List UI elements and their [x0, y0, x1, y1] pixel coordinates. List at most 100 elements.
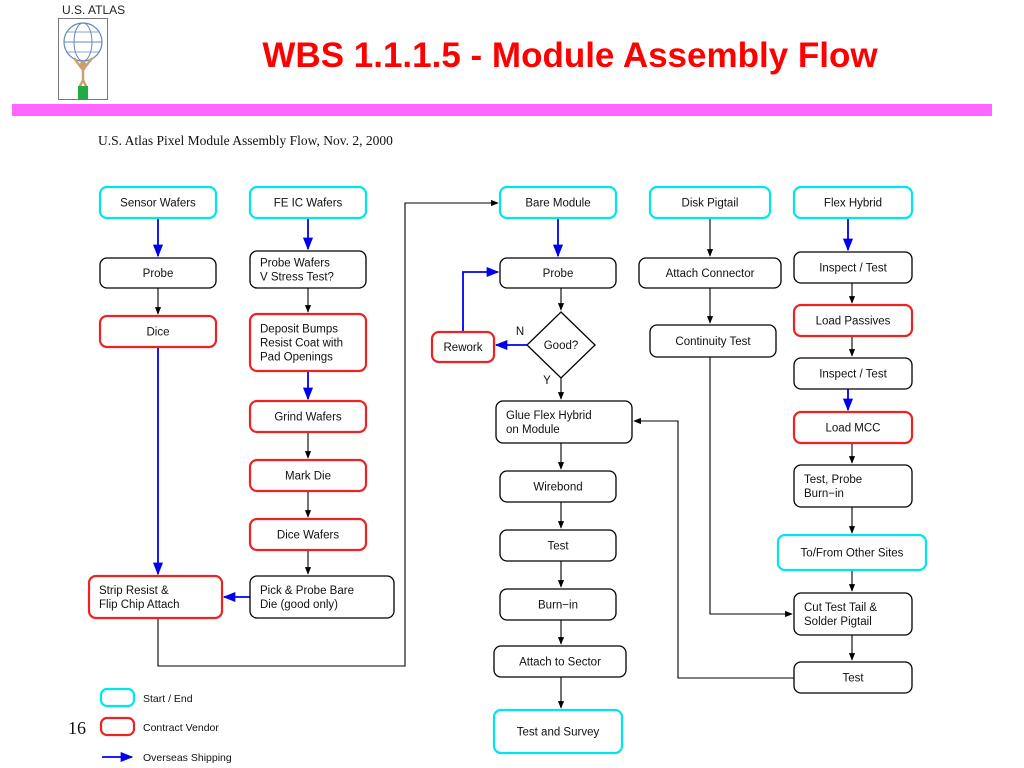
node-label: Good? — [544, 340, 579, 352]
node-box — [793, 357, 913, 390]
legend-contract-vendor-swatch — [99, 716, 136, 737]
node-flex-hybrid: Flex Hybrid — [792, 185, 914, 220]
node-box — [248, 517, 368, 552]
node-box — [776, 533, 928, 572]
node-label: Test and Survey — [517, 727, 600, 739]
node-box — [499, 588, 617, 621]
legend-contract-vendor-label: Contract Vendor — [143, 722, 219, 734]
node-label: Load MCC — [826, 423, 881, 435]
node-test-survey: Test and Survey — [492, 708, 624, 755]
node-cut-test-tail: Cut Test Tail &Solder Pigtail — [793, 592, 913, 636]
node-box — [248, 312, 368, 373]
node-box — [792, 185, 914, 220]
node-box — [249, 250, 367, 289]
node-label: Load Passives — [816, 316, 891, 328]
node-attach-connector: Attach Connector — [638, 257, 782, 289]
node-good-decision: Good? — [526, 311, 596, 379]
node-label: V Stress Test? — [260, 272, 334, 284]
node-label: Probe — [543, 268, 574, 280]
node-label: Wirebond — [533, 482, 582, 494]
node-grind-wafers: Grind Wafers — [248, 399, 368, 434]
figure-subtitle: U.S. Atlas Pixel Module Assembly Flow, N… — [98, 133, 393, 148]
node-box — [248, 185, 368, 220]
node-probe-2: Probe — [499, 257, 617, 289]
node-load-mcc: Load MCC — [792, 410, 914, 445]
connector-arrow — [709, 357, 793, 618]
node-label: Cut Test Tail & — [804, 602, 877, 614]
node-box — [492, 708, 624, 755]
node-box — [649, 324, 777, 358]
flow-edge-labels: NY — [516, 326, 551, 387]
node-test-2: Test — [793, 661, 913, 694]
edge-label-no: N — [516, 326, 524, 338]
connector-arrow — [462, 266, 500, 332]
node-attach-sector: Attach to Sector — [493, 645, 627, 678]
node-label: Glue Flex Hybrid — [506, 410, 592, 422]
node-label: Flex Hybrid — [824, 198, 882, 210]
page-number: 16 — [68, 718, 86, 738]
decision-diamond — [526, 311, 596, 379]
node-box — [499, 257, 617, 289]
node-box — [499, 529, 617, 562]
node-box — [495, 400, 633, 444]
logo-caption: U.S. ATLAS — [62, 3, 126, 17]
node-inspect-test-1: Inspect / Test — [793, 251, 913, 284]
node-continuity-test: Continuity Test — [649, 324, 777, 358]
node-to-from-sites: To/From Other Sites — [776, 533, 928, 572]
edge-label-yes: Y — [543, 375, 551, 387]
node-inspect-test-2: Inspect / Test — [793, 357, 913, 390]
node-box — [87, 574, 224, 620]
node-box — [498, 185, 618, 220]
legend-start-end-swatch — [99, 687, 136, 708]
node-label: Mark Die — [285, 471, 331, 483]
node-label: Probe Wafers — [260, 258, 330, 270]
connector-arrow — [157, 199, 499, 667]
node-label: Resist Coat with — [260, 338, 343, 350]
node-box — [249, 575, 395, 619]
flow-connectors — [152, 199, 856, 709]
node-label: Burn−in — [804, 488, 844, 500]
node-label: Strip Resist & — [99, 585, 169, 597]
connector-arrow — [633, 417, 794, 679]
node-label: Inspect / Test — [819, 263, 887, 275]
node-label: Attach Connector — [666, 268, 755, 280]
node-box — [638, 257, 782, 289]
node-load-passives: Load Passives — [792, 303, 914, 338]
node-label: Test — [842, 673, 864, 685]
node-box — [499, 470, 617, 503]
node-mark-die: Mark Die — [248, 458, 368, 493]
node-label: Dice — [146, 327, 169, 339]
node-label: Continuity Test — [675, 336, 751, 348]
node-box — [98, 314, 218, 349]
node-label: Test — [547, 541, 569, 553]
node-label: Attach to Sector — [519, 657, 601, 669]
node-glue-flex: Glue Flex Hybrid on Module — [495, 400, 633, 444]
node-box — [248, 399, 368, 434]
node-box — [793, 661, 913, 694]
node-test-1: Test — [499, 529, 617, 562]
node-wirebond: Wirebond — [499, 470, 617, 503]
node-label: Sensor Wafers — [120, 198, 196, 210]
node-burn-in: Burn−in — [499, 588, 617, 621]
node-box — [430, 330, 496, 364]
node-dice-wafers: Dice Wafers — [248, 517, 368, 552]
node-label: Pick & Probe Bare — [260, 585, 354, 597]
node-probe-1: Probe — [99, 257, 217, 289]
node-label: Inspect / Test — [819, 369, 887, 381]
node-label: Test, Probe — [804, 474, 862, 486]
legend-start-end-label: Start / End — [143, 693, 193, 705]
node-sensor-wafers: Sensor Wafers — [98, 185, 218, 220]
node-box — [793, 464, 913, 508]
node-box — [648, 185, 772, 220]
node-label: on Module — [506, 424, 560, 436]
node-label: Probe — [143, 268, 174, 280]
node-box — [793, 251, 913, 284]
legend-overseas-shipping-label: Overseas Shipping — [143, 752, 232, 764]
node-label: FE IC Wafers — [274, 198, 343, 210]
node-bare-module: Bare Module — [498, 185, 618, 220]
